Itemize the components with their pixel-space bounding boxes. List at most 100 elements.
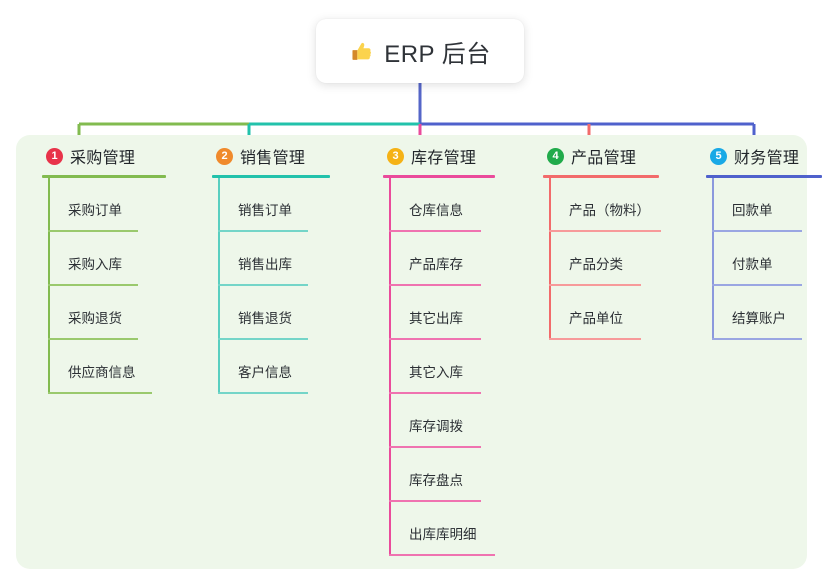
leaf-rule [389,230,481,232]
leaf-label: 产品库存 [409,257,463,272]
leaf-spine-2 [218,178,220,394]
column-badge-3: 3 [387,147,404,165]
leaf-rule [218,284,308,286]
leaf-rule [389,284,481,286]
leaf-rule [48,284,138,286]
leaf-list-1: 采购订单 采购入库 采购退货 供应商信息 [42,178,192,394]
leaf-label: 仓库信息 [409,203,463,218]
column-badge-1: 1 [46,147,63,165]
leaf-rule [48,230,138,232]
leaf-list-3: 仓库信息 产品库存 其它出库 其它入库 库存调拨 库存盘点 [383,178,543,556]
leaf-rule [549,284,641,286]
root-node[interactable]: ERP 后台 [316,19,524,83]
column-rule-2 [212,175,330,178]
column-header-3[interactable]: 3 库存管理 [383,143,543,169]
leaf-label: 出库库明细 [409,527,477,542]
leaf-label: 其它出库 [409,311,463,326]
list-item[interactable]: 回款单 [706,178,839,232]
leaf-label: 采购入库 [68,257,122,272]
leaf-rule [712,338,802,340]
column-header-2[interactable]: 2 销售管理 [212,143,362,169]
list-item[interactable]: 产品库存 [383,232,543,286]
leaf-rule [712,230,802,232]
leaf-label: 库存盘点 [409,473,463,488]
list-item[interactable]: 付款单 [706,232,839,286]
leaf-label: 销售出库 [238,257,292,272]
leaf-spine-3 [389,178,391,556]
leaf-label: 客户信息 [238,365,292,380]
leaf-label: 供应商信息 [68,365,136,380]
leaf-rule [712,284,802,286]
column-title-4: 产品管理 [571,150,637,167]
list-item[interactable]: 库存调拨 [383,394,543,448]
list-item[interactable]: 其它出库 [383,286,543,340]
column-badge-2: 2 [216,147,233,165]
leaf-label: 销售订单 [238,203,292,218]
column-title-2: 销售管理 [240,150,306,167]
column-rule-3 [383,175,495,178]
column-purchasing: 1 采购管理 采购订单 采购入库 采购退货 供应商信息 [42,143,192,394]
column-sales: 2 销售管理 销售订单 销售出库 销售退货 客户信息 [212,143,362,394]
leaf-list-4: 产品（物料） 产品分类 产品单位 [543,178,703,340]
column-rule-1 [42,175,166,178]
leaf-label: 采购退货 [68,311,122,326]
leaf-rule [389,554,495,556]
leaf-rule [48,392,152,394]
leaf-list-5: 回款单 付款单 结算账户 [706,178,839,340]
list-item[interactable]: 供应商信息 [42,340,192,394]
leaf-list-2: 销售订单 销售出库 销售退货 客户信息 [212,178,362,394]
list-item[interactable]: 采购订单 [42,178,192,232]
column-product: 4 产品管理 产品（物料） 产品分类 产品单位 [543,143,703,340]
list-item[interactable]: 出库库明细 [383,502,543,556]
thumbs-up-icon [349,39,374,64]
leaf-rule [389,446,481,448]
column-rule-5 [706,175,822,178]
list-item[interactable]: 产品单位 [543,286,703,340]
leaf-spine-1 [48,178,50,394]
column-rule-4 [543,175,659,178]
leaf-rule [389,338,481,340]
list-item[interactable]: 结算账户 [706,286,839,340]
leaf-label: 库存调拨 [409,419,463,434]
leaf-label: 产品分类 [569,257,623,272]
list-item[interactable]: 客户信息 [212,340,362,394]
column-header-4[interactable]: 4 产品管理 [543,143,703,169]
list-item[interactable]: 销售出库 [212,232,362,286]
column-title-3: 库存管理 [411,150,477,167]
leaf-rule [389,500,481,502]
leaf-label: 采购订单 [68,203,122,218]
column-title-5: 财务管理 [734,150,800,167]
column-badge-4: 4 [547,147,564,165]
leaf-spine-5 [712,178,714,340]
column-title-1: 采购管理 [70,150,136,167]
list-item[interactable]: 产品分类 [543,232,703,286]
leaf-rule [218,338,308,340]
leaf-label: 产品（物料） [569,203,650,218]
list-item[interactable]: 其它入库 [383,340,543,394]
leaf-rule [549,338,641,340]
column-finance: 5 财务管理 回款单 付款单 结算账户 [706,143,839,340]
list-item[interactable]: 产品（物料） [543,178,703,232]
list-item[interactable]: 销售退货 [212,286,362,340]
column-inventory: 3 库存管理 仓库信息 产品库存 其它出库 其它入库 库存调拨 [383,143,543,556]
list-item[interactable]: 采购入库 [42,232,192,286]
leaf-label: 付款单 [732,257,773,272]
list-item[interactable]: 库存盘点 [383,448,543,502]
leaf-label: 销售退货 [238,311,292,326]
diagram-panel: 1 采购管理 采购订单 采购入库 采购退货 供应商信息 [16,135,822,569]
leaf-label: 结算账户 [732,311,786,326]
leaf-rule [48,338,138,340]
list-item[interactable]: 采购退货 [42,286,192,340]
leaf-spine-4 [549,178,551,340]
list-item[interactable]: 销售订单 [212,178,362,232]
column-badge-5: 5 [710,147,727,165]
leaf-rule [389,392,481,394]
leaf-rule [218,230,308,232]
leaf-rule [218,392,308,394]
leaf-label: 其它入库 [409,365,463,380]
leaf-rule [549,230,661,232]
column-header-1[interactable]: 1 采购管理 [42,143,192,169]
list-item[interactable]: 仓库信息 [383,178,543,232]
leaf-label: 回款单 [732,203,773,218]
column-header-5[interactable]: 5 财务管理 [706,143,839,169]
